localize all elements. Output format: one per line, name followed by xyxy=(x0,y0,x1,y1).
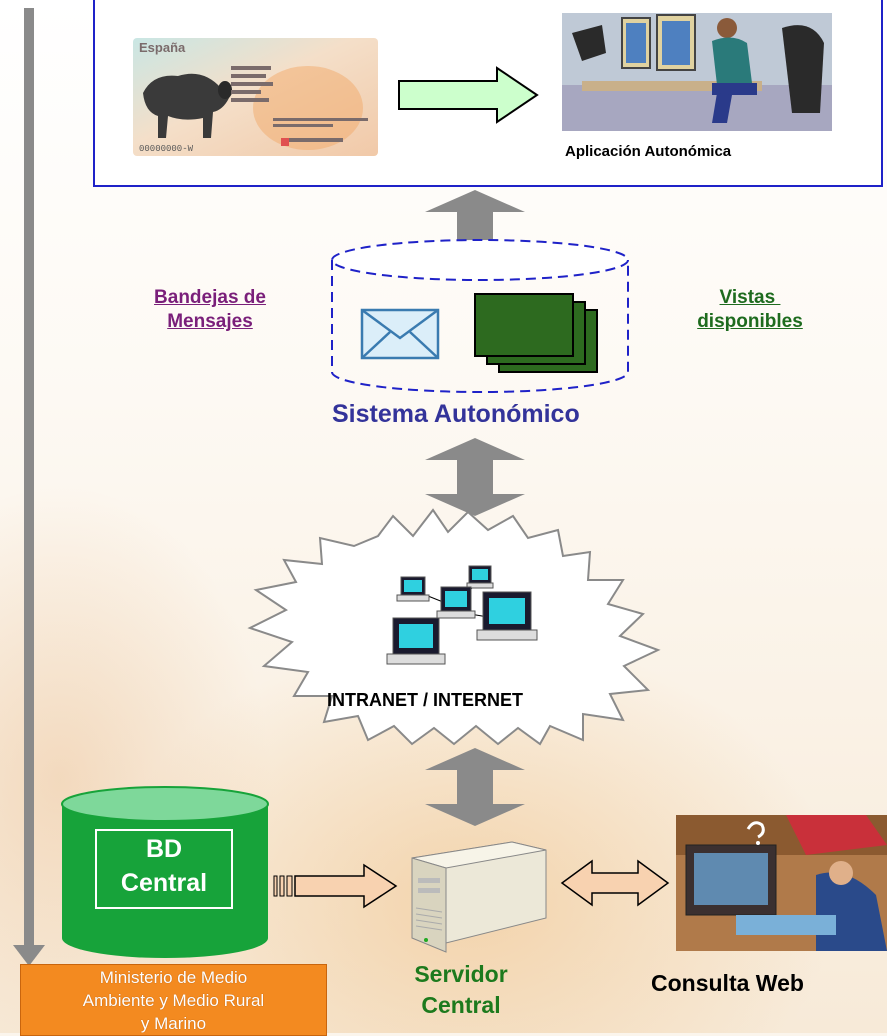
servidor-line-2: Central xyxy=(421,992,501,1018)
bd-to-server-arrow xyxy=(273,863,398,909)
vistas-link[interactable]: Vistas disponibles xyxy=(665,286,835,334)
networked-computers-icon xyxy=(386,565,538,665)
servidor-line-1: Servidor xyxy=(414,961,508,987)
app-label: Aplicación Autonómica xyxy=(565,143,732,160)
intranet-label: INTRANET / INTERNET xyxy=(327,690,523,710)
card-number: 00000000-W xyxy=(139,144,194,154)
green-right-arrow xyxy=(398,66,539,124)
envelope-icon xyxy=(360,308,440,360)
windows-stack-icon xyxy=(474,293,598,373)
vistas-line-2: disponibles xyxy=(697,311,803,332)
ministerio-box: Ministerio de Medio Ambiente y Medio Rur… xyxy=(20,964,327,1036)
bd-line-2: Central xyxy=(120,869,208,897)
bandejas-link[interactable]: Bandejas de Mensajes xyxy=(130,286,290,334)
ministerio-line-2: Ambiente y Medio Rural xyxy=(82,990,265,1010)
vistas-line-1: Vistas xyxy=(719,287,781,308)
consulta-web-label: Consulta Web xyxy=(651,970,804,996)
sistema-cylinder xyxy=(331,239,629,393)
bandejas-line-2: Mensajes xyxy=(167,311,253,332)
server-consulta-arrow xyxy=(560,859,670,907)
double-arrow-network-server xyxy=(425,748,525,826)
bandejas-line-1: Bandejas de xyxy=(154,287,266,308)
card-country: España xyxy=(139,40,186,55)
web-consultation-image xyxy=(676,815,887,951)
bd-central-cylinder xyxy=(61,786,269,958)
double-arrow-system-network xyxy=(425,438,525,516)
ministerio-line-3: y Marino xyxy=(140,1013,207,1033)
sistema-title: Sistema Autonómico xyxy=(332,400,580,428)
servidor-label: Servidor Central xyxy=(400,959,522,1021)
ministerio-line-1: Ministerio de Medio xyxy=(99,967,248,987)
left-flow-arrow xyxy=(13,8,45,966)
person-at-workstation-image xyxy=(562,13,832,131)
network-cloud xyxy=(247,508,661,746)
bd-line-1: BD xyxy=(145,835,183,863)
id-card-image: España 00000000-W xyxy=(133,38,378,156)
bd-central-label: BD Central xyxy=(96,832,232,900)
server-tower-icon xyxy=(411,841,547,953)
